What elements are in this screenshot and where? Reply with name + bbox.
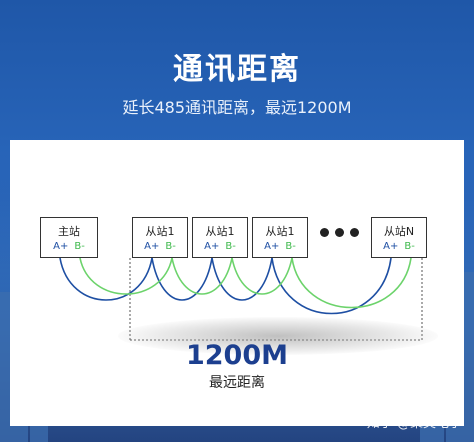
page-subtitle: 延长485通讯距离，最远1200M (122, 98, 352, 117)
wire-a-segment (271, 257, 392, 315)
distance-shadow (118, 317, 438, 355)
node-label: 从站1 (265, 225, 295, 238)
slave-station-n: 从站N A+ B- (371, 217, 427, 258)
line-a-plus (59, 257, 392, 315)
pin-a-label: A+ (204, 241, 220, 252)
wire-b-segment (231, 257, 293, 295)
node-label: 从站1 (145, 225, 175, 238)
pin-b-label: B- (404, 241, 415, 252)
node-label: 从站1 (205, 225, 235, 238)
pin-b-label: B- (165, 241, 176, 252)
pin-b-label: B- (285, 241, 296, 252)
wire-b-segment (79, 257, 173, 295)
line-b-minus (79, 257, 412, 309)
wire-a-segment (59, 257, 153, 301)
wire-b-segment (171, 257, 233, 295)
distance-label: 最远距离 (209, 375, 265, 391)
page-title: 通讯距离 (173, 52, 301, 87)
ellipsis-dots (320, 228, 360, 240)
slave-station-3: 从站1 A+ B- (252, 217, 308, 258)
wire-b-segment (291, 257, 412, 309)
master-station: 主站 A+ B- (40, 217, 98, 258)
slave-station-2: 从站1 A+ B- (192, 217, 248, 258)
watermark: 知乎 @聚英电子 (366, 416, 462, 431)
diagram-panel: 主站 A+ B- 从站1 A+ B- 从站1 A+ B- 从站1 A+ B- 从站N A… (10, 140, 464, 426)
pin-a-label: A+ (144, 241, 160, 252)
slave-station-1: 从站1 A+ B- (132, 217, 188, 258)
wire-a-segment (151, 257, 213, 301)
pin-a-label: A+ (264, 241, 280, 252)
pin-b-label: B- (74, 241, 85, 252)
pin-a-label: A+ (53, 241, 69, 252)
wire-a-segment (211, 257, 273, 301)
distance-value: 1200M (185, 340, 288, 371)
node-label: 从站N (383, 225, 415, 238)
node-label: 主站 (58, 225, 80, 238)
pin-b-label: B- (225, 241, 236, 252)
pin-a-label: A+ (383, 241, 399, 252)
